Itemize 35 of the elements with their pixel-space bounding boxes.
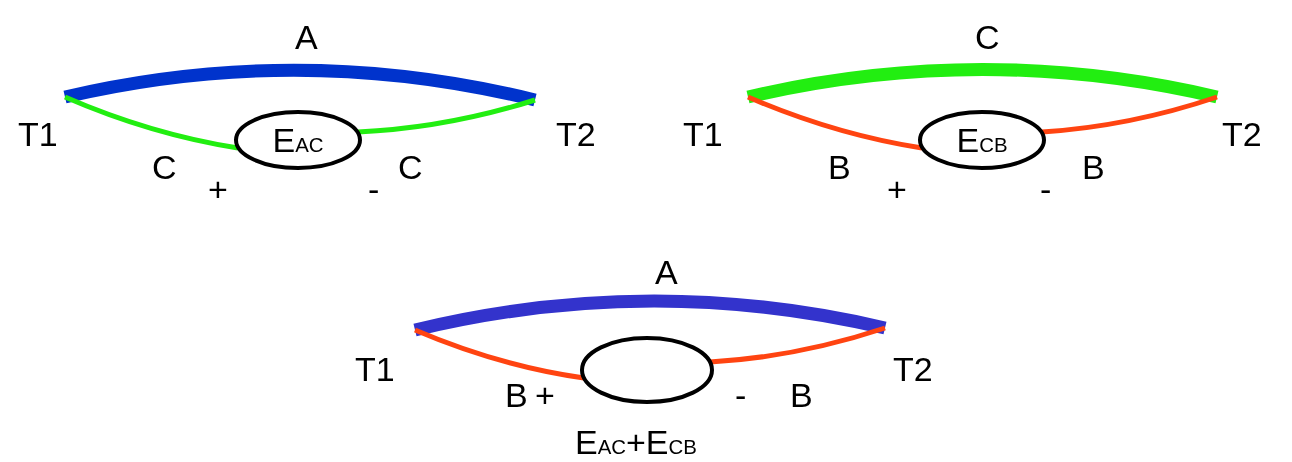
- voltage-label: EAC+ECB: [575, 425, 697, 459]
- edge-label: A: [295, 20, 318, 54]
- edge-label: C: [398, 150, 423, 184]
- wire: [747, 94, 923, 151]
- polarity-sign: -: [735, 378, 747, 412]
- edge-label: B: [790, 378, 813, 412]
- meter-ellipse: [578, 334, 716, 406]
- junction-label: T1: [683, 117, 723, 151]
- wire: [64, 94, 239, 151]
- polarity-sign: -: [368, 172, 380, 206]
- edge-label: C: [975, 20, 1000, 54]
- polarity-sign: +: [535, 378, 555, 412]
- edge-label: A: [655, 255, 678, 289]
- wire: [357, 97, 536, 135]
- junction-label: T1: [355, 352, 395, 386]
- voltage-label: EAC: [271, 123, 325, 157]
- polarity-sign: +: [887, 172, 907, 206]
- junction-label: T2: [556, 117, 596, 151]
- polarity-sign: +: [208, 172, 228, 206]
- edge-label: B: [828, 150, 851, 184]
- meter-ellipse: [916, 108, 1048, 172]
- wire: [1041, 94, 1218, 135]
- edge-label: B: [1082, 150, 1105, 184]
- edge-label: C: [152, 150, 177, 184]
- junction-label: T2: [893, 352, 933, 386]
- wire: [414, 327, 585, 381]
- wire: [746, 63, 1219, 104]
- meter-ellipse: [232, 108, 364, 172]
- wire: [413, 294, 887, 337]
- polarity-sign: -: [1040, 172, 1052, 206]
- junction-label: T2: [1222, 117, 1262, 151]
- wire: [63, 63, 537, 107]
- voltage-label: ECB: [955, 123, 1009, 157]
- junction-label: T1: [18, 117, 58, 151]
- edge-label: B: [505, 378, 528, 412]
